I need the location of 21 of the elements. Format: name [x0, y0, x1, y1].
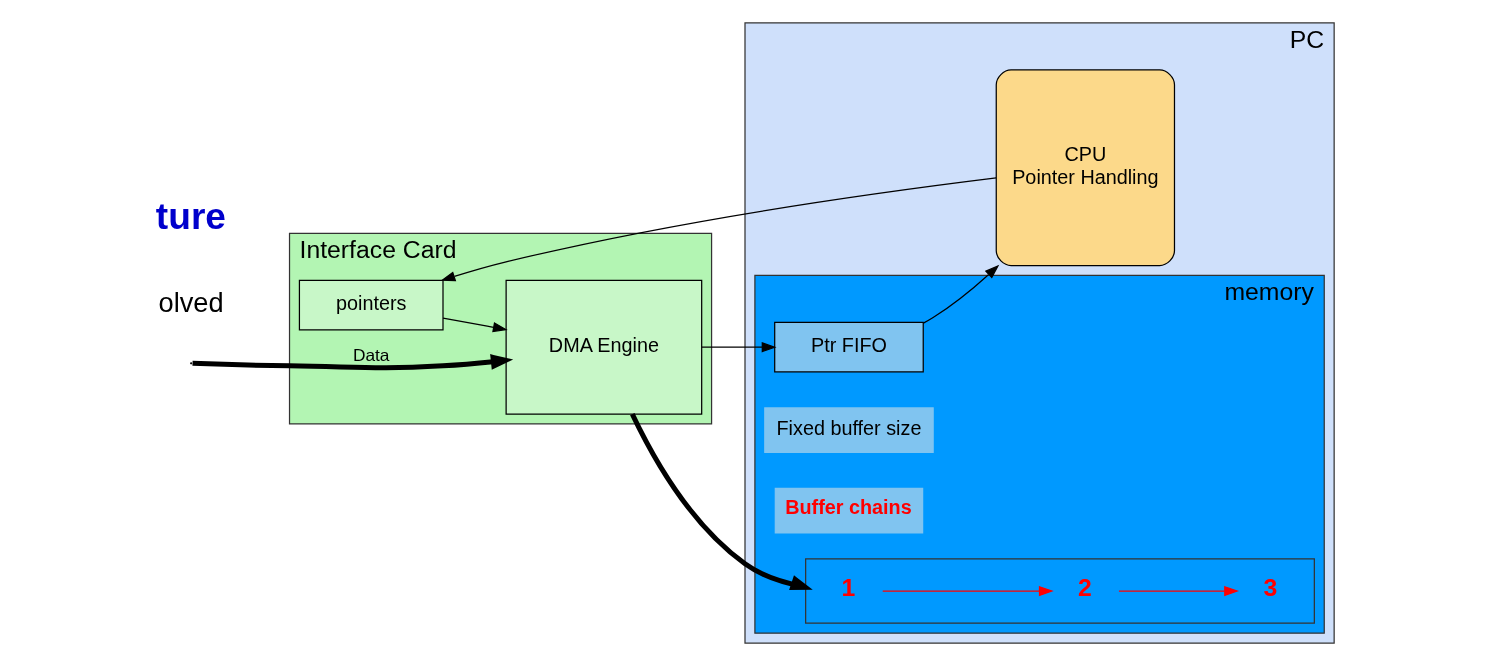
arrow [440, 177, 997, 282]
label: olved [158, 287, 224, 319]
node-box: DMA Engine [505, 279, 703, 415]
arrow [882, 585, 1054, 597]
arrow [701, 342, 777, 353]
arrow [630, 413, 813, 591]
node-text: 2 [1077, 574, 1092, 602]
edge-label: Data [352, 345, 390, 366]
node-box: pointers [298, 279, 444, 331]
label: ture [155, 195, 226, 238]
cluster [805, 558, 1315, 624]
node-box: Ptr FIFO [774, 321, 924, 373]
node-text: 1 [841, 574, 856, 602]
node-box: Buffer chains [774, 487, 924, 534]
arrow [192, 354, 514, 371]
arrow [922, 264, 1000, 324]
node-text: 3 [1263, 574, 1278, 602]
node-box: CPU Pointer Handling [995, 69, 1176, 267]
node-box: Fixed buffer size [764, 407, 934, 454]
arrow [1118, 585, 1240, 597]
arrow [442, 317, 508, 333]
